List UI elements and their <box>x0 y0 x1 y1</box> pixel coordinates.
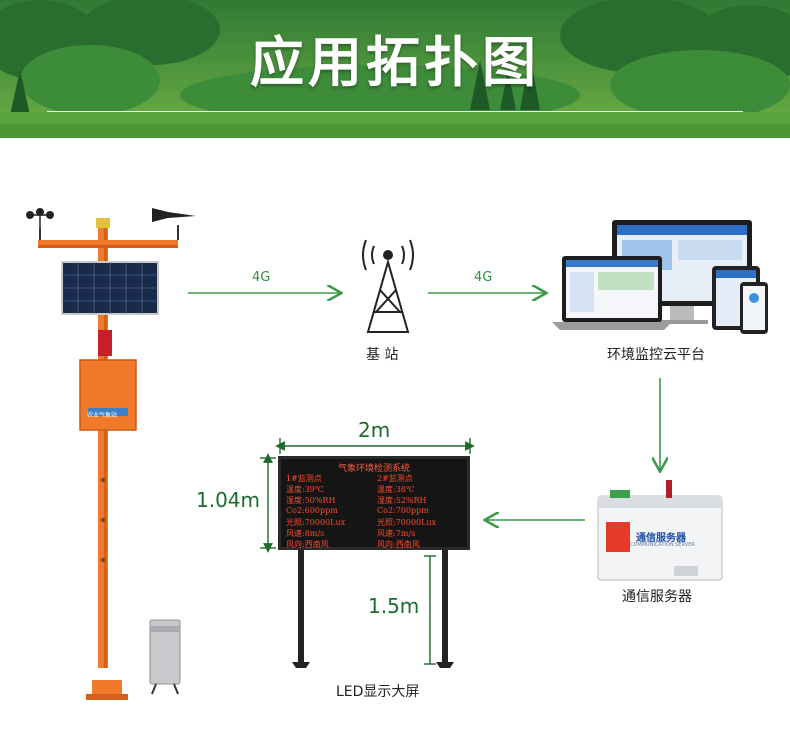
dimension-width-label: 2m <box>358 418 390 442</box>
led-cell: 光照:70000Lux <box>286 517 345 528</box>
rain-gauge-icon <box>150 620 180 694</box>
link-label-4g-2: 4G <box>474 270 492 285</box>
led-cell: 1#监测点 <box>286 473 322 484</box>
led-cell: 风向:西南风 <box>286 539 329 550</box>
led-cell: 温度:38℃ <box>377 484 415 495</box>
dimension-height-label: 1.04m <box>196 488 260 512</box>
cloud-platform-label: 环境监控云平台 <box>607 344 705 364</box>
server-brand-subtext: COMMUNICATION SERVER <box>630 542 695 548</box>
led-cell: 光照:70000Lux <box>377 517 436 528</box>
base-station-label: 基 站 <box>366 344 398 364</box>
led-cell: Co2:600ppm <box>286 506 338 515</box>
led-cell: Co2:700ppm <box>377 506 429 515</box>
led-cell: 风向:西南风 <box>377 539 420 550</box>
led-cell: 2#监测点 <box>377 473 413 484</box>
link-label-4g-1: 4G <box>252 270 270 285</box>
led-cell: 风速:7m/s <box>377 528 415 539</box>
led-display-label: LED显示大屏 <box>336 681 419 701</box>
led-cell: 湿度:50%RH <box>286 495 335 506</box>
comm-server-label: 通信服务器 <box>622 586 692 606</box>
computer-devices-icon <box>552 220 768 334</box>
led-cell: 湿度:52%RH <box>377 495 426 506</box>
radio-tower-icon <box>363 240 413 332</box>
dimension-height-line <box>260 458 276 548</box>
led-cell: 风速:8m/s <box>286 528 324 539</box>
cabinet-label: 农业气象站 <box>87 410 117 419</box>
dimension-mount-line <box>424 556 436 664</box>
led-cell: 温度:39℃ <box>286 484 324 495</box>
dimension-mount-label: 1.5m <box>368 594 419 618</box>
